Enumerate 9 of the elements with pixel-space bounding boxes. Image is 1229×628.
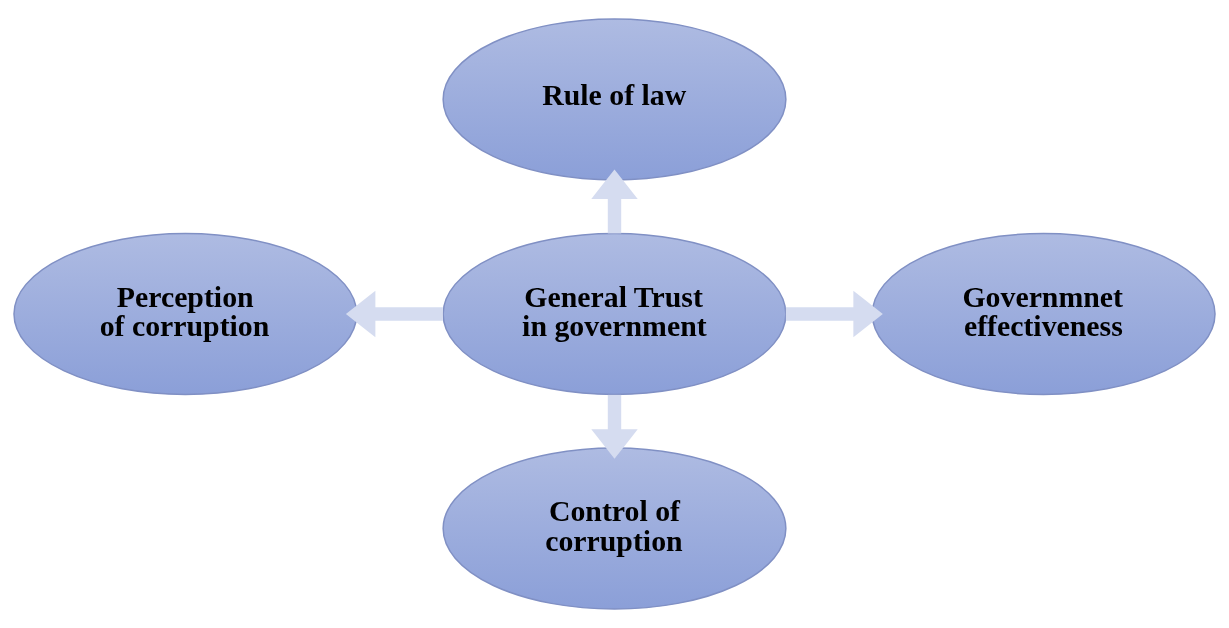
- node-ellipse: General Trust in government: [442, 232, 787, 396]
- arrow: [785, 290, 883, 338]
- arrow: [591, 169, 638, 234]
- node-ellipse: Governmnet effectiveness: [871, 232, 1216, 396]
- node-ellipse: Control of corruption: [442, 447, 787, 610]
- arrow: [345, 290, 443, 338]
- node-ellipse: Perception of corruption: [13, 232, 358, 396]
- arrow: [591, 394, 638, 459]
- node-ellipse: Rule of law: [442, 18, 787, 181]
